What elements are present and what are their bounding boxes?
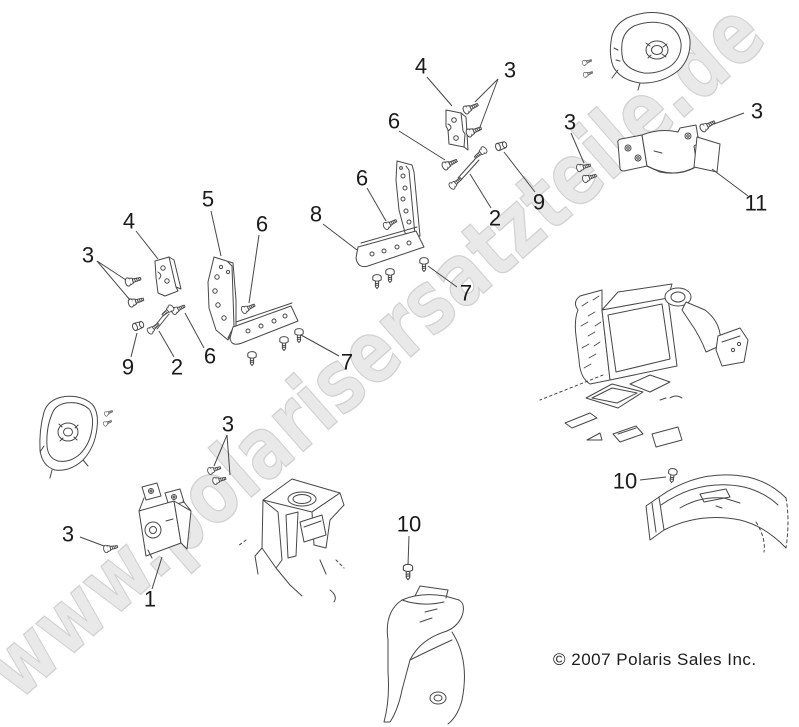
- screw-drawing: [402, 563, 414, 581]
- callout-label-6: 6: [356, 166, 368, 191]
- screw-drawing: [102, 418, 113, 427]
- callout-label-4: 4: [123, 209, 135, 234]
- callout-leader-line: [426, 76, 453, 107]
- callout-label-3: 3: [504, 58, 516, 83]
- callout-leader-line: [184, 312, 205, 349]
- screw-drawing: [582, 69, 594, 79]
- callout-leader-line: [639, 476, 667, 481]
- callout-label-3: 3: [564, 110, 576, 135]
- horn-part-1-drawing: [138, 482, 192, 559]
- screw-drawing: [581, 57, 593, 67]
- callout-leader-line: [300, 334, 340, 357]
- callout-label-4: 4: [415, 54, 427, 79]
- callout-leader-line: [96, 260, 127, 281]
- callout-label-6: 6: [204, 344, 216, 369]
- screw-drawing: [447, 175, 464, 191]
- screw-drawing: [103, 408, 114, 417]
- copyright-text: © 2007 Polaris Sales Inc.: [553, 650, 757, 669]
- callout-label-9: 9: [533, 190, 545, 215]
- fender-bottom-right-drawing: [645, 474, 789, 553]
- callout-leader-line: [711, 168, 749, 197]
- bracket-8-drawing: [355, 160, 425, 268]
- screw-drawing: [472, 145, 489, 161]
- callout-leader-line: [248, 234, 260, 304]
- callout-label-3: 3: [222, 412, 234, 437]
- callout-leader-line: [226, 434, 231, 476]
- callout-label-6: 6: [256, 212, 268, 237]
- callout-leader-line: [322, 223, 358, 251]
- screw-drawing: [666, 467, 678, 484]
- callout-leader-line: [158, 330, 175, 358]
- screw-drawing: [279, 336, 289, 352]
- body-panels-drawing: [564, 374, 683, 448]
- screw-drawing: [123, 274, 143, 288]
- callout-leader-line: [96, 260, 131, 301]
- callout-label-9: 9: [122, 355, 134, 380]
- bracket-4-top-drawing: [445, 109, 469, 151]
- fender-bottom-middle-drawing: [383, 585, 465, 725]
- headlight-assembly-bottom-drawing: [39, 395, 98, 479]
- callout-leader-line: [398, 130, 446, 161]
- callout-leader-line: [570, 132, 585, 164]
- callout-leader-line: [151, 556, 163, 590]
- callout-leader-line: [503, 151, 536, 193]
- bracket-11-drawing: [617, 124, 721, 174]
- callout-leader-line: [366, 187, 387, 222]
- callout-label-7: 7: [460, 281, 472, 306]
- callout-label-8: 8: [310, 202, 322, 227]
- screw-drawing: [239, 301, 257, 315]
- screw-drawing: [126, 294, 146, 309]
- bracket-5-drawing: [207, 256, 299, 345]
- callout-label-3: 3: [751, 99, 763, 124]
- callout-leader-line: [407, 535, 410, 566]
- chassis-bulkhead-drawing: [237, 478, 345, 603]
- callout-leader-line: [427, 265, 458, 288]
- callout-label-6: 6: [388, 109, 400, 134]
- link-rod-top-drawing: [457, 157, 480, 181]
- callout-label-10: 10: [613, 469, 637, 494]
- callout-label-10: 10: [397, 512, 421, 537]
- screw-drawing: [461, 100, 481, 116]
- engine-assembly-drawing: [539, 283, 749, 401]
- callout-leader-line: [135, 230, 159, 260]
- callout-label-2: 2: [489, 206, 501, 231]
- nut-drawing: [131, 319, 146, 332]
- callout-leader-line: [213, 434, 228, 467]
- callout-label-2: 2: [171, 355, 183, 380]
- callout-leader-line: [479, 78, 499, 128]
- callout-label-5: 5: [202, 187, 214, 212]
- callout-leader-line: [713, 112, 745, 125]
- callout-label-7: 7: [341, 350, 353, 375]
- callout-leader-line: [79, 536, 105, 547]
- callout-label-3: 3: [62, 522, 74, 547]
- screw-drawing: [145, 320, 162, 336]
- nut-drawing: [494, 140, 509, 152]
- bracket-4-left-drawing: [154, 256, 182, 297]
- callout-leader-line: [469, 173, 492, 209]
- callout-label-11: 11: [745, 191, 768, 216]
- callout-label-3: 3: [82, 243, 94, 268]
- callout-leader-line: [210, 210, 222, 257]
- screw-drawing: [247, 351, 257, 367]
- callout-leader-line: [130, 332, 138, 358]
- headlight-assembly-top-drawing: [609, 12, 691, 91]
- callout-label-1: 1: [144, 587, 156, 612]
- callout-leader-line: [474, 78, 499, 103]
